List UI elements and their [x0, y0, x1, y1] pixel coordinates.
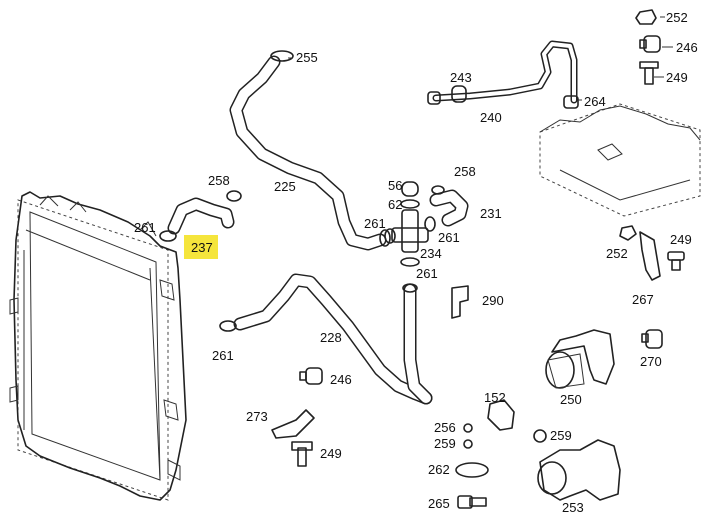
hose-225-drawing	[229, 50, 391, 251]
label-252-top[interactable]: 252	[666, 10, 688, 25]
label-258-left[interactable]: 258	[208, 173, 230, 188]
label-256[interactable]: 256	[434, 420, 456, 435]
label-228[interactable]: 228	[320, 330, 342, 345]
label-252-mid[interactable]: 252	[606, 246, 628, 261]
hose-237-drawing	[159, 190, 242, 242]
label-261-lower[interactable]: 261	[212, 348, 234, 363]
clip-290-drawing	[451, 285, 469, 319]
label-249-lower[interactable]: 249	[320, 446, 342, 461]
hose-228-drawing	[219, 273, 433, 405]
label-267[interactable]: 267	[632, 292, 654, 307]
tee-connector-drawing	[384, 181, 436, 267]
leader-lines	[288, 16, 673, 101]
label-152[interactable]: 152	[484, 390, 506, 405]
label-240[interactable]: 240	[480, 110, 502, 125]
label-261-tee-left[interactable]: 261	[364, 216, 386, 231]
label-290[interactable]: 290	[482, 293, 504, 308]
radiator-drawing	[9, 191, 187, 501]
label-261-tee-right[interactable]: 261	[438, 230, 460, 245]
label-56[interactable]: 56	[388, 178, 402, 193]
engine-block-drawing	[539, 103, 701, 217]
hose-231-drawing	[429, 185, 469, 227]
label-259-left[interactable]: 259	[434, 436, 456, 451]
label-270[interactable]: 270	[640, 354, 662, 369]
fastener-drawings	[271, 9, 685, 509]
label-253[interactable]: 253	[562, 500, 584, 515]
label-262[interactable]: 262	[428, 462, 450, 477]
part-labels: 252 246 249 255 243 264 240 258 225 56 6…	[134, 10, 698, 515]
housing-250-drawing	[545, 329, 615, 389]
label-250[interactable]: 250	[560, 392, 582, 407]
label-264[interactable]: 264	[584, 94, 606, 109]
label-259-right[interactable]: 259	[550, 428, 572, 443]
pipe-240-drawing	[427, 40, 579, 109]
label-225[interactable]: 225	[274, 179, 296, 194]
highlight-237-box	[184, 235, 218, 259]
label-237[interactable]: 237	[191, 240, 213, 255]
label-273[interactable]: 273	[246, 409, 268, 424]
label-261-left[interactable]: 261	[134, 220, 156, 235]
label-243[interactable]: 243	[450, 70, 472, 85]
label-231[interactable]: 231	[480, 206, 502, 221]
label-246-lower[interactable]: 246	[330, 372, 352, 387]
label-255[interactable]: 255	[296, 50, 318, 65]
label-249-top[interactable]: 249	[666, 70, 688, 85]
label-258-right[interactable]: 258	[454, 164, 476, 179]
label-265[interactable]: 265	[428, 496, 450, 511]
housing-253-drawing	[537, 439, 621, 501]
label-261-tee-bottom[interactable]: 261	[416, 266, 438, 281]
label-234[interactable]: 234	[420, 246, 442, 261]
label-62[interactable]: 62	[388, 197, 402, 212]
label-246-top[interactable]: 246	[676, 40, 698, 55]
label-249-mid[interactable]: 249	[670, 232, 692, 247]
